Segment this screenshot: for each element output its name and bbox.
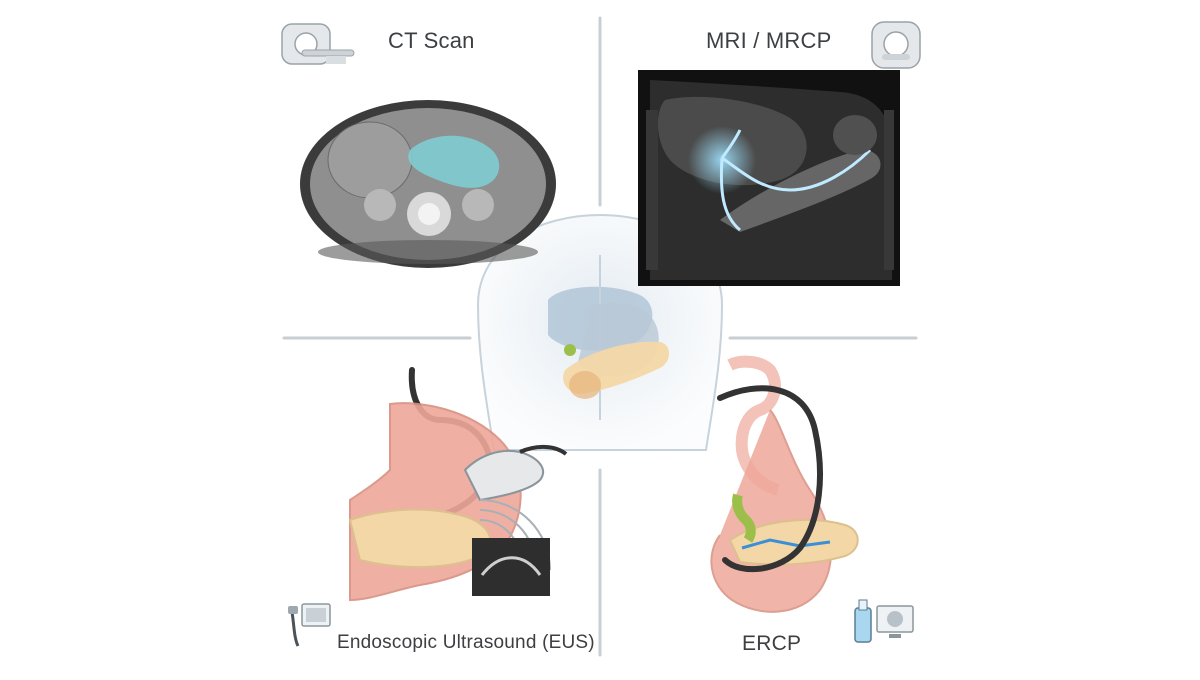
mri-coronal-image — [638, 70, 900, 286]
ercp-panel — [710, 355, 914, 643]
ercp-gallbladder — [732, 493, 756, 543]
ct-scan-label: CT Scan — [388, 28, 475, 53]
ct-axial-slice — [300, 100, 556, 268]
mri-panel — [638, 21, 921, 286]
eus-panel — [288, 367, 568, 647]
ct-panel — [281, 23, 556, 268]
contrast-bottle-monitor-icon — [854, 599, 914, 643]
eus-transducer — [463, 450, 545, 502]
ercp-contrast-duct — [741, 538, 831, 550]
eus-ultrasound-image — [472, 538, 550, 596]
mri-mrcp-label: MRI / MRCP — [706, 28, 832, 53]
gallbladder-center — [564, 344, 576, 356]
mrcp-ducts — [719, 129, 872, 232]
mri-scanner-icon — [871, 21, 921, 69]
ct-liver — [327, 121, 413, 199]
eus-pancreas — [348, 508, 492, 569]
ct-pancreas-highlight — [408, 135, 500, 188]
ct-scanner-icon — [281, 23, 355, 65]
quadrant-dividers — [282, 16, 918, 657]
ercp-endoscope — [717, 385, 823, 573]
mri-pancreas — [720, 149, 881, 232]
eus-label: Endoscopic Ultrasound (EUS) — [337, 632, 595, 653]
ercp-label: ERCP — [742, 632, 802, 655]
endoscope-monitor-icon — [288, 603, 331, 647]
ercp-face-profile — [727, 355, 781, 496]
